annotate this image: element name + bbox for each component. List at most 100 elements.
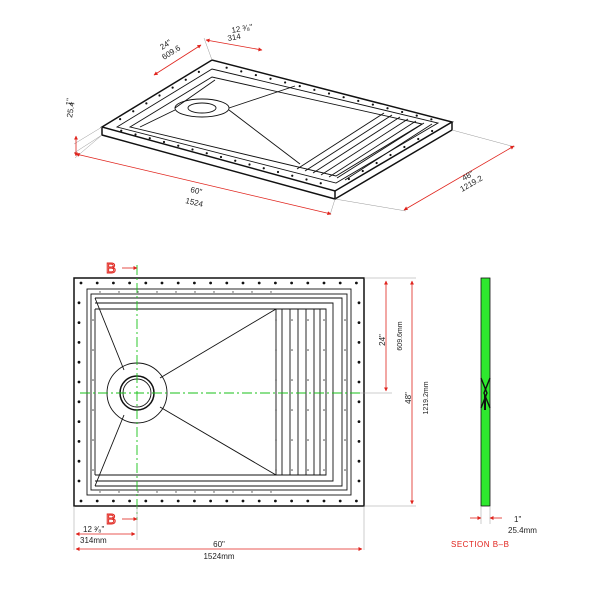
mounting-hole — [77, 479, 81, 483]
mounting-hole — [77, 400, 81, 404]
mounting-hole — [375, 161, 378, 165]
mounting-hole — [357, 360, 361, 364]
mounting-hole — [240, 70, 243, 73]
mounting-hole — [323, 349, 325, 351]
iso-front-face — [101, 127, 336, 200]
mounting-hole — [347, 177, 350, 181]
mounting-hole — [118, 491, 120, 493]
iso-length-in-label: 60" — [190, 185, 204, 196]
mounting-hole — [137, 491, 139, 493]
iso-width-dimension — [403, 145, 515, 211]
mounting-hole — [241, 281, 245, 285]
mounting-hole — [275, 439, 277, 441]
mounting-hole — [357, 341, 361, 344]
mounting-hole — [225, 66, 228, 69]
mounting-hole — [415, 114, 418, 117]
mounting-hole — [95, 281, 99, 285]
iso-drain-in-label: 12 ³⁄₈" — [231, 22, 254, 35]
iso-slope-line — [139, 109, 176, 128]
mounting-hole — [401, 110, 404, 114]
mounting-hole — [251, 491, 253, 493]
iso-drain-outer — [174, 98, 230, 118]
mounting-hole — [193, 281, 196, 285]
section-thickness-mm-label: 25.4mm — [508, 526, 537, 535]
mounting-hole — [194, 291, 196, 293]
plan-mounting-holes — [77, 281, 361, 503]
mounting-hole — [344, 439, 346, 441]
mounting-hole — [128, 499, 132, 503]
mounting-hole — [291, 439, 293, 441]
mounting-hole — [357, 400, 361, 404]
mounting-hole — [162, 140, 166, 144]
mounting-hole — [344, 379, 346, 381]
mounting-hole — [355, 281, 358, 285]
plan-slope-line — [159, 406, 277, 476]
iso-slope-line — [228, 85, 296, 109]
mounting-hole — [357, 99, 360, 102]
plan-length-mm-label: 1524mm — [203, 552, 234, 561]
mounting-hole — [319, 182, 322, 185]
mounting-hole — [269, 77, 272, 80]
mounting-hole — [77, 321, 81, 324]
mounting-hole — [307, 349, 309, 351]
iso-thickness-mm-label: 25.4 — [65, 101, 77, 118]
mounting-hole — [248, 163, 251, 166]
mounting-hole — [291, 174, 294, 177]
iso-thickness-in-label: 1" — [64, 97, 74, 106]
mounting-hole — [160, 499, 164, 503]
plan-length-in-label: 60" — [213, 540, 225, 549]
mounting-hole — [307, 439, 309, 441]
mounting-hole — [257, 281, 261, 285]
mounting-hole — [275, 469, 277, 471]
mounting-hole — [323, 319, 325, 321]
plan-step — [95, 297, 343, 487]
mounting-hole — [323, 439, 325, 441]
mounting-hole — [274, 499, 277, 503]
mounting-hole — [274, 281, 277, 285]
mounting-hole — [338, 499, 342, 503]
plan-slope-line — [159, 308, 277, 379]
mounting-hole — [291, 349, 293, 351]
section-drain-cut — [483, 377, 491, 409]
mounting-hole — [144, 499, 148, 503]
mounting-hole — [322, 281, 326, 285]
mounting-hole — [205, 152, 208, 155]
mounting-hole — [79, 499, 83, 503]
mounting-hole — [251, 291, 253, 293]
plan-step — [95, 302, 334, 482]
mounting-hole — [156, 291, 158, 293]
section-title: SECTION B–B — [451, 540, 509, 549]
mounting-hole — [160, 281, 164, 285]
mounting-hole — [323, 469, 325, 471]
plan-drain-mm-label: 314mm — [80, 536, 107, 545]
iso-drain-mm-label: 314 — [227, 32, 242, 43]
mounting-hole — [225, 281, 229, 285]
mounting-hole — [119, 118, 122, 121]
mounting-hole — [307, 319, 309, 321]
mounting-hole — [275, 319, 277, 321]
mounting-hole — [77, 440, 81, 443]
mounting-hole — [342, 96, 345, 99]
section-view: 1" 25.4mm SECTION B–B — [451, 277, 537, 549]
plan-width-mm-label: 1219.2mm — [423, 381, 430, 414]
iso-ext-line — [73, 126, 103, 145]
mounting-hole — [322, 499, 326, 503]
mounting-hole — [417, 137, 420, 141]
mounting-hole — [77, 420, 81, 423]
iso-top-face — [100, 59, 454, 192]
mounting-hole — [77, 459, 81, 463]
mounting-hole — [92, 469, 94, 471]
mounting-hole — [307, 379, 309, 381]
mounting-hole — [430, 118, 433, 121]
mounting-hole — [156, 491, 158, 493]
mounting-hole — [128, 281, 132, 285]
plan-slope-line — [94, 414, 125, 487]
mounting-hole — [291, 319, 293, 321]
mounting-hole — [176, 499, 180, 503]
plan-slope-line — [94, 297, 125, 371]
mounting-hole — [225, 499, 229, 503]
iso-ext-line — [73, 134, 103, 154]
mounting-hole — [284, 81, 287, 84]
mounting-hole — [361, 169, 364, 173]
mounting-hole — [232, 291, 234, 293]
